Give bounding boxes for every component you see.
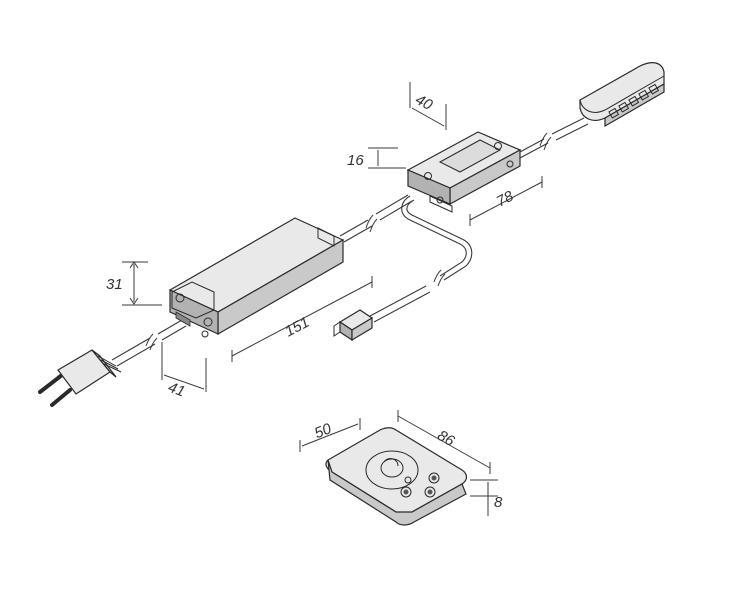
dim-power-supply-length: 151 (282, 314, 312, 341)
dimension-lines (122, 82, 543, 516)
power-supply (168, 217, 345, 338)
eu-plug (38, 349, 122, 407)
output-cable (519, 117, 589, 159)
dim-power-supply-height: 31 (106, 276, 123, 293)
distributor-box (579, 62, 665, 128)
dimmer-module (406, 131, 522, 213)
dimension-labels: 31 41 151 16 40 78 50 86 8 (106, 91, 517, 511)
mains-cable (111, 319, 187, 367)
dim-power-supply-width: 41 (166, 379, 187, 401)
supply-cable (339, 194, 413, 243)
dim-dimmer-length: 78 (494, 187, 517, 210)
dim-remote-thickness: 8 (494, 494, 503, 511)
dim-remote-width: 50 (312, 420, 334, 442)
dim-dimmer-width: 40 (412, 91, 435, 114)
dim-remote-length: 86 (434, 427, 458, 450)
connector-cable (333, 195, 473, 342)
dim-dimmer-height: 16 (347, 152, 364, 169)
remote-control (325, 427, 468, 526)
